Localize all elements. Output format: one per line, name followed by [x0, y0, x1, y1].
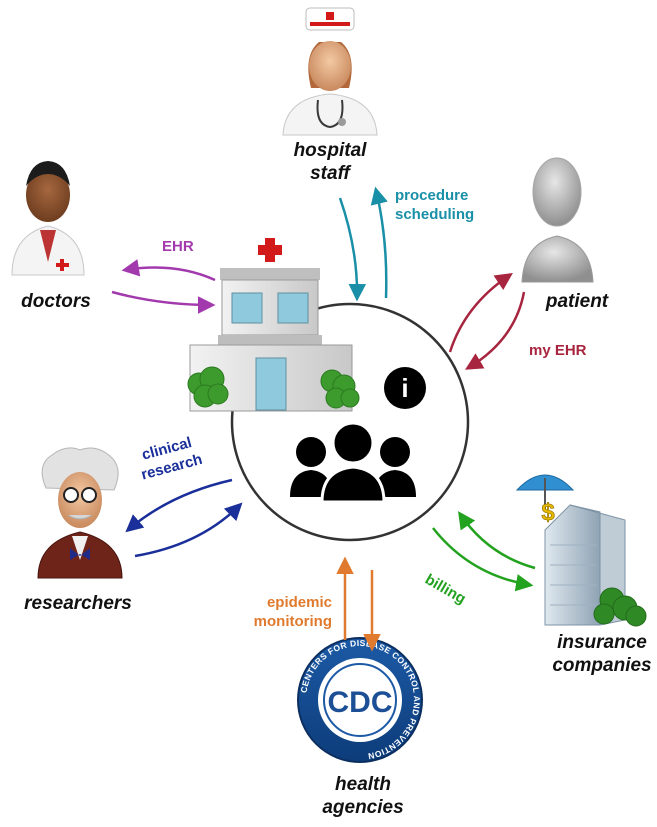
label-hospital-staff-line1: hospital [293, 140, 367, 161]
svg-text:$: $ [541, 499, 555, 526]
arrow-researchers-to-hub [134, 502, 243, 558]
hospital-icon [187, 238, 360, 412]
flow-label-monitoring: monitoring [253, 613, 332, 630]
flow-label-procedure-scheduling: procedure scheduling [395, 186, 474, 224]
label-insurance-line2: companies [552, 655, 652, 676]
arrow-insurance-to-hub [458, 511, 536, 570]
arrow-hub-to-researchers [125, 478, 233, 533]
svg-text:i: i [401, 373, 408, 403]
label-insurance: insurance companies [548, 631, 656, 677]
central-data-circle [230, 302, 470, 542]
arrow-hub-to-patient [448, 273, 513, 353]
cdc-seal-icon: CDC CENTERS FOR DISEASE CONTROL AND PREV… [297, 637, 423, 763]
label-health-agencies-line2: agencies [322, 797, 404, 818]
researcher-icon [37, 447, 123, 579]
arrow-staff-to-hub [338, 197, 367, 302]
patient-icon [521, 157, 594, 283]
flow-label-scheduling: scheduling [395, 206, 475, 223]
users-group-icon [290, 421, 416, 504]
nurse-icon [282, 7, 378, 136]
info-icon: i [384, 367, 426, 409]
flow-label-epidemic: epidemic [266, 594, 332, 611]
label-hospital-staff: hospital staff [282, 139, 378, 185]
label-insurance-line1: insurance [557, 632, 647, 653]
arrow-patient-to-hub [464, 291, 526, 370]
label-health-agencies: health agencies [308, 773, 418, 819]
label-hospital-staff-line2: staff [310, 163, 350, 184]
flow-label-procedure: procedure [395, 187, 469, 204]
doctor-icon [11, 161, 85, 276]
flow-label-my-ehr: my EHR [529, 342, 587, 359]
arrow-doctors-to-hub [111, 290, 216, 314]
arrow-hub-to-insurance [432, 527, 534, 592]
label-researchers: researchers [24, 593, 132, 614]
arrow-hub-to-doctors [121, 259, 216, 282]
label-patient: patient [545, 291, 609, 312]
svg-text:CDC: CDC [328, 686, 393, 719]
flow-label-epidemic-monitoring: epidemic monitoring [246, 593, 332, 631]
insurance-building-icon: $ [515, 474, 647, 627]
flow-label-ehr: EHR [162, 238, 194, 255]
label-doctors: doctors [21, 291, 91, 312]
arrow-hub-to-staff [370, 186, 388, 299]
label-health-agencies-line1: health [335, 774, 391, 795]
